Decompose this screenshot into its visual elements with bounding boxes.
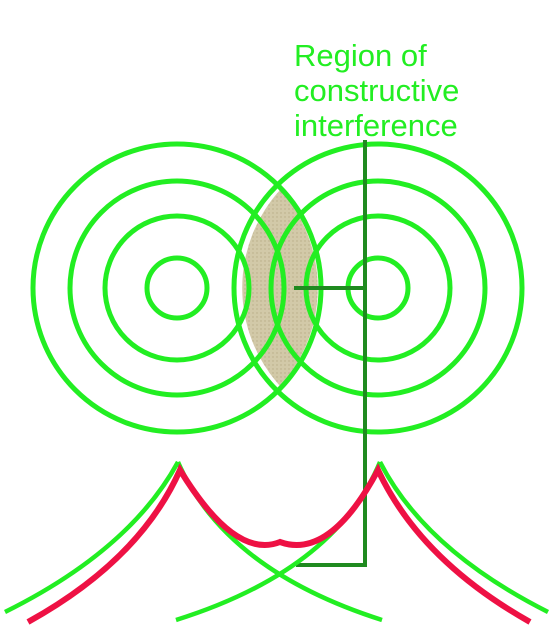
combined-envelope-curve (28, 470, 530, 622)
green-curve-right-outer (380, 462, 548, 612)
region-label: Region of constructive interference (294, 38, 459, 143)
left-ring-2 (105, 216, 249, 360)
green-curve-left-outer (5, 462, 178, 612)
region-label-line-3: interference (294, 108, 458, 143)
region-label-line-1: Region of (294, 38, 427, 73)
region-label-line-2: constructive (294, 73, 459, 108)
left-ring-1 (147, 258, 207, 318)
